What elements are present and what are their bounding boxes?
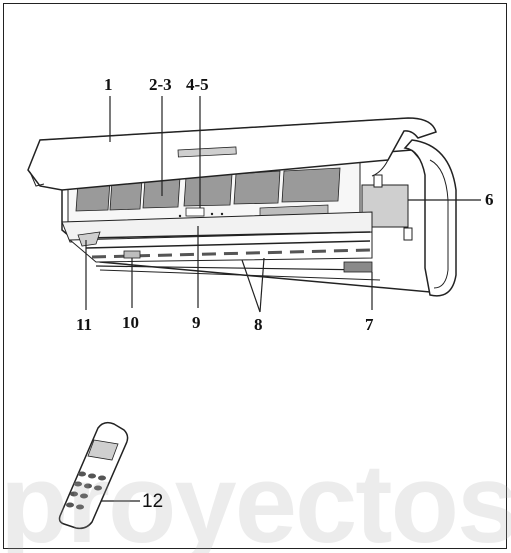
- callout-2-3: 2-3: [149, 75, 172, 94]
- callout-10: 10: [122, 313, 139, 332]
- callout-6: 6: [485, 190, 494, 209]
- callout-12: 12: [142, 491, 164, 512]
- unit-right-side: [403, 139, 457, 297]
- leader-lines: [84, 96, 481, 502]
- callout-1: 1: [104, 75, 113, 94]
- callout-8: 8: [254, 315, 263, 334]
- callout-9: 9: [192, 313, 201, 332]
- callout-4-5: 4-5: [186, 75, 209, 94]
- louver-slats: [83, 231, 381, 281]
- remote-control: [58, 421, 129, 530]
- diagram-frame: [3, 3, 507, 549]
- callout-11: 11: [76, 315, 93, 334]
- watermark-text: proyectos: [0, 448, 511, 553]
- callout-7: 7: [365, 315, 374, 334]
